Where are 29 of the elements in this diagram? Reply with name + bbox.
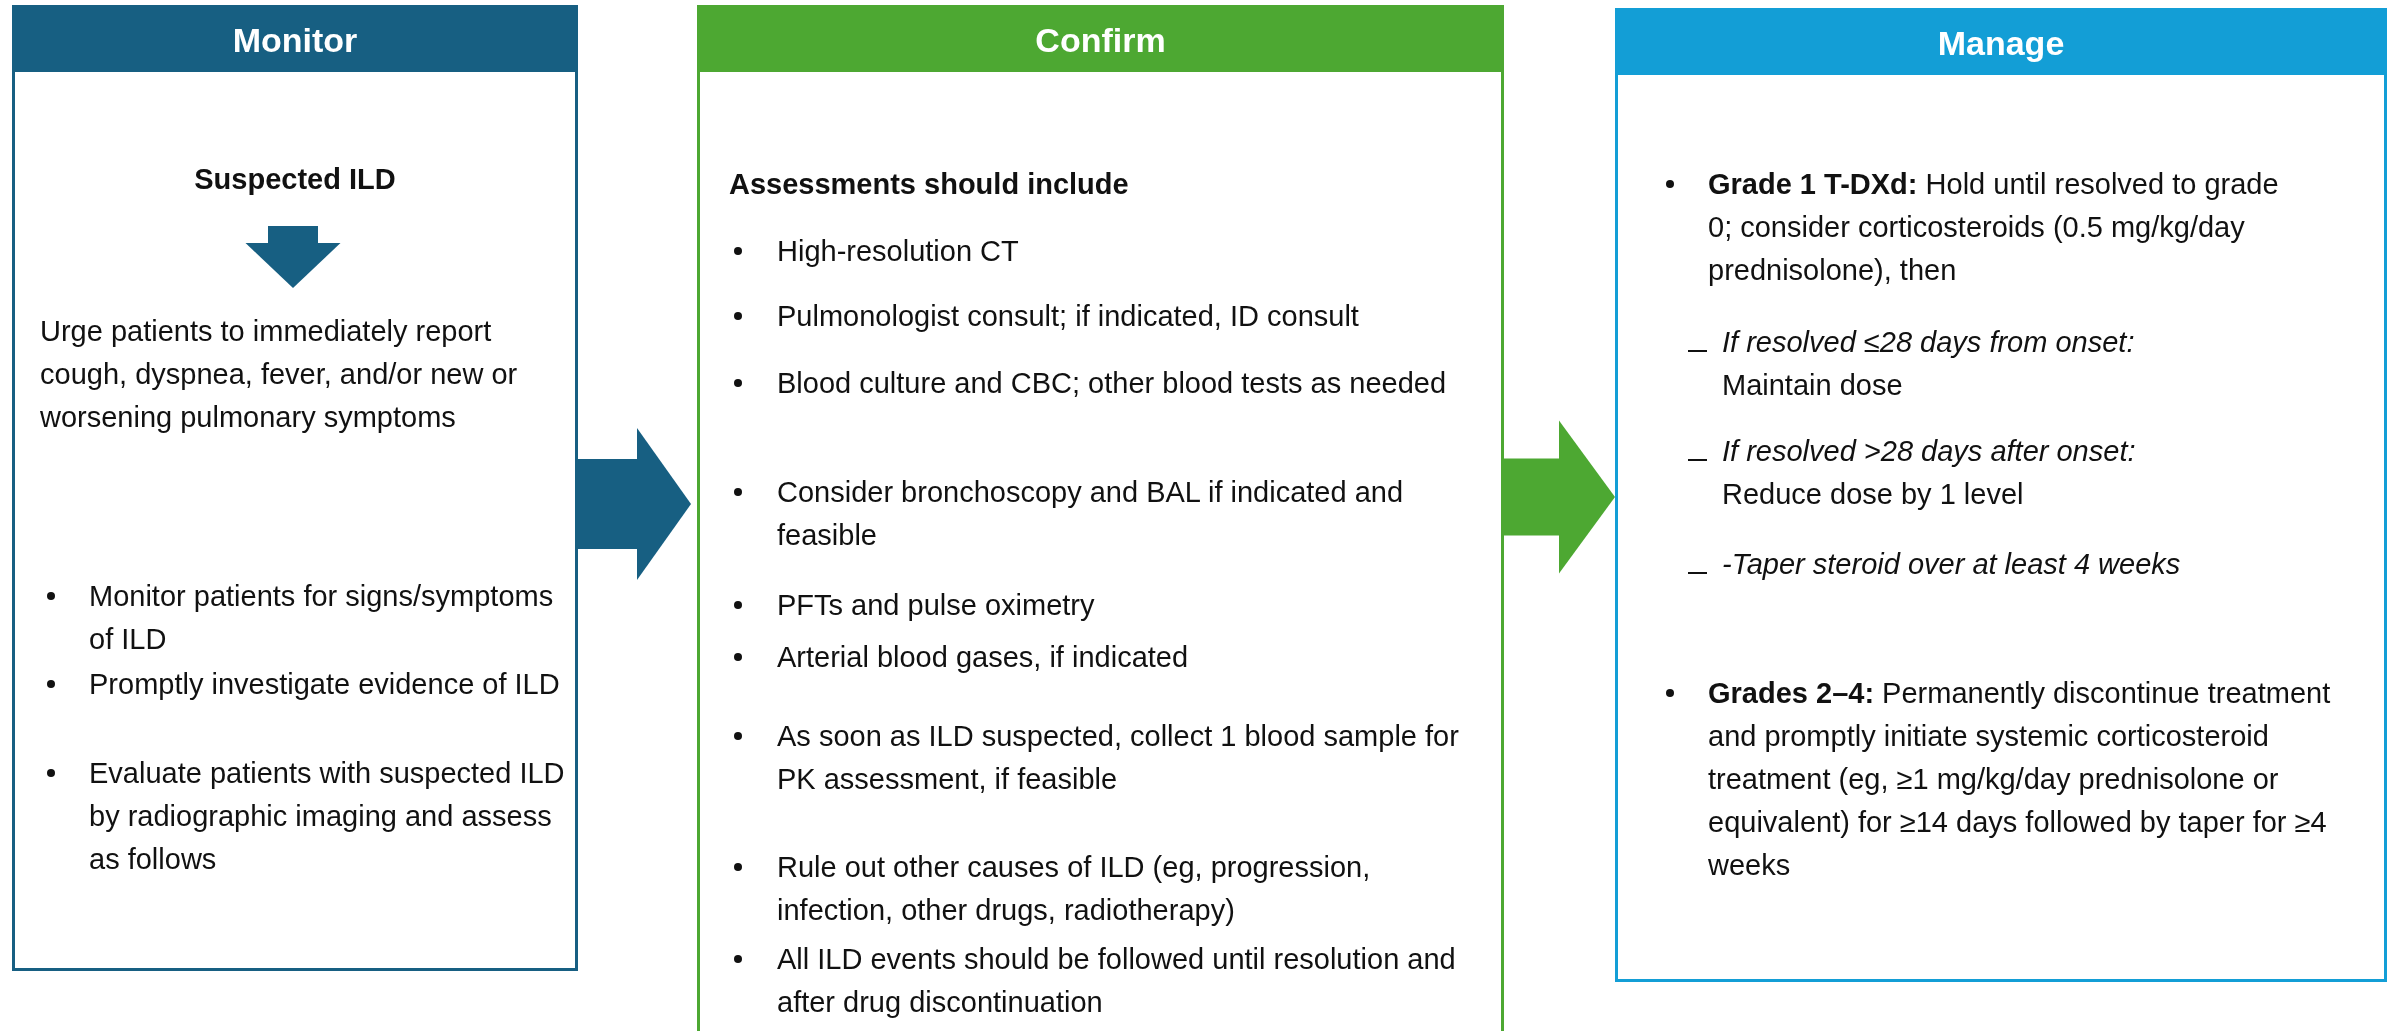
bullet-text: As soon as ILD suspected, collect 1 blood sample for PK assessment, if feasible — [777, 719, 1460, 797]
bullet-text: Arterial blood gases, if indicated — [777, 640, 1190, 675]
block-arrow — [578, 428, 691, 580]
bullet-text: Rule out other causes of ILD (eg, progression, infection, other drugs, radiotherapy) — [777, 850, 1372, 928]
sub-item-text: If resolved >28 days after onset: Reduce dose by 1 level — [1722, 434, 2137, 512]
stage-panel — [697, 5, 1504, 1031]
bullet-text: Consider bronchoscopy and BAL if indicated and feasible — [777, 475, 1405, 553]
bullet-text: All ILD events should be followed until resolution and after drug discontinuation — [777, 942, 1457, 1020]
section-heading: Assessments should include — [729, 167, 1130, 202]
bullet-text: Evaluate patients with suspected ILD by radiographic imaging and assess as follows — [89, 756, 566, 877]
sub-item-text: If resolved ≤28 days from onset: Maintain dose — [1722, 325, 2136, 403]
stage-panel — [12, 5, 578, 971]
panel-header: Monitor — [15, 8, 575, 72]
step-label: Suspected ILD — [15, 158, 575, 226]
bullet-text: Pulmonologist consult; if indicated, ID consult — [777, 299, 1360, 334]
panel-header: Confirm — [700, 8, 1501, 72]
block-arrow — [245, 226, 341, 288]
bullet-text: Grade 1 T-DXd: Hold until resolved to grade 0; consider corticosteroids (0.5 mg/kg/day prednisolone), then — [1708, 167, 2280, 288]
panel-header: Manage — [1618, 11, 2384, 75]
bullet-text: Monitor patients for signs/symptoms of ILD — [89, 579, 555, 657]
instruction-text: Urge patients to immediately report cough, dyspnea, fever, and/or new or worsening pulmonary symptoms — [40, 288, 565, 488]
bullet-text: Promptly investigate evidence of ILD — [89, 667, 561, 702]
bullet-text: Grades 2–4: Permanently discontinue treatment and promptly initiate systemic corticosteroid treatment (eg, ≥1 mg/kg/day prednisolone or equivalent) for ≥14 days followed by taper for ≥4 weeks — [1708, 676, 2332, 883]
stage-panel — [1615, 8, 2387, 982]
sub-item-text: -Taper steroid over at least 4 weeks — [1722, 547, 2182, 582]
bullet-text: PFTs and pulse oximetry — [777, 588, 1096, 623]
block-arrow — [1504, 420, 1615, 574]
bullet-text: High-resolution CT — [777, 234, 1020, 269]
bullet-text: Blood culture and CBC; other blood tests as needed — [777, 366, 1448, 401]
